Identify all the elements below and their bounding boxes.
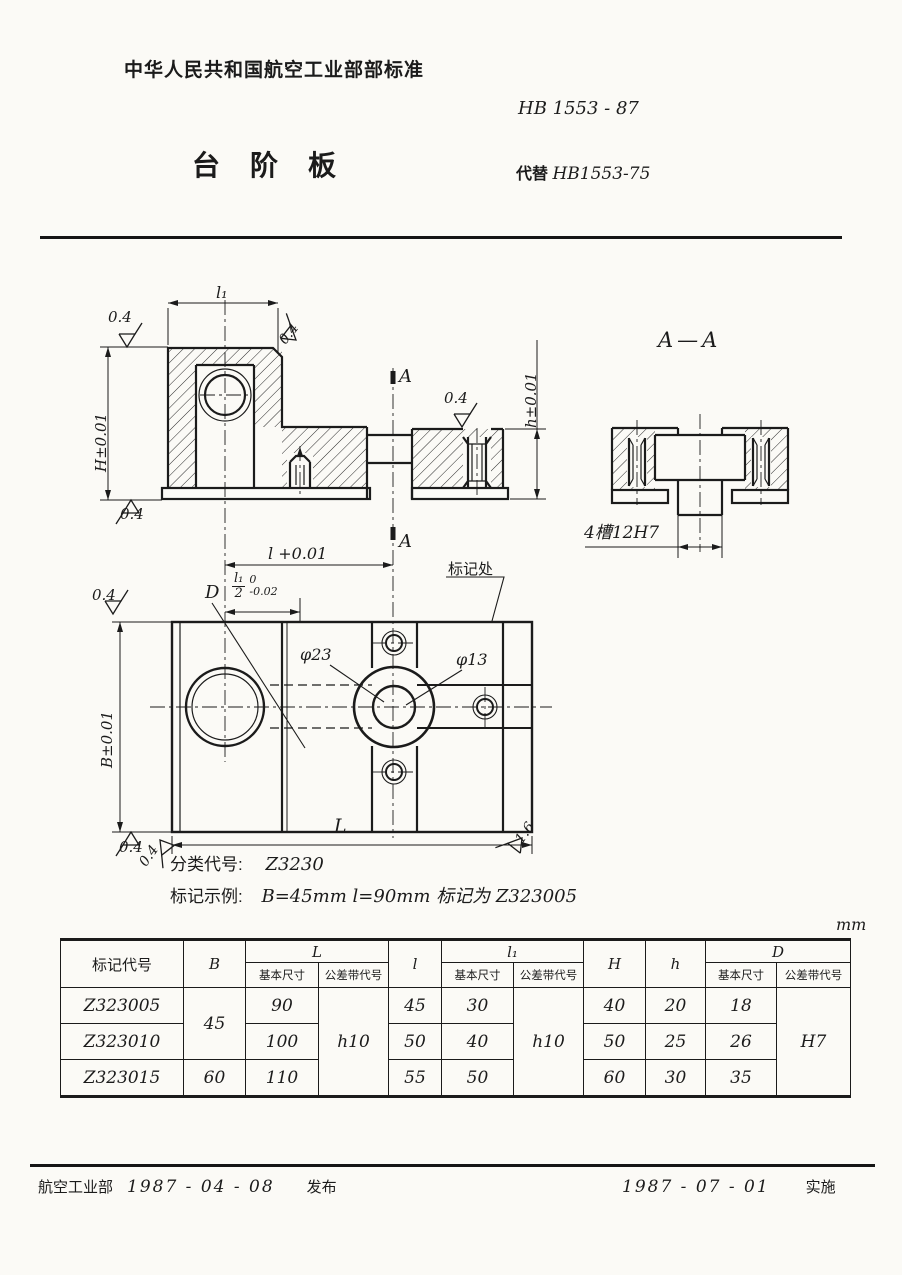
finish-label-04-fv1: 0.4 bbox=[108, 308, 132, 326]
footer-issue: 航空工业部 1987 - 04 - 08 发布 bbox=[38, 1176, 337, 1197]
cell-L-basic: 100 bbox=[245, 1023, 319, 1060]
subheader-L-basic: 基本尺寸 bbox=[245, 962, 319, 988]
section-letter-bottom: A bbox=[399, 531, 412, 552]
example-line: 标记示例: B=45mm l=90mm 标记为 Z323005 bbox=[170, 882, 577, 908]
classification-label: 分类代号: bbox=[170, 855, 243, 874]
slot-note: 4槽12H7 bbox=[584, 523, 660, 543]
cell-L-basic: 90 bbox=[245, 987, 319, 1024]
col-header-L: L bbox=[245, 939, 389, 963]
dimension-arrows bbox=[105, 300, 722, 848]
replaces-label: 代替 bbox=[516, 166, 549, 183]
classification-value: Z3230 bbox=[265, 854, 324, 875]
cell-l: 50 bbox=[388, 1023, 442, 1060]
standard-number: HB 1553 - 87 bbox=[518, 98, 639, 119]
cell-l: 45 bbox=[388, 987, 442, 1024]
cell-l1-tol: h10 bbox=[513, 987, 584, 1097]
cell-D-tol: H7 bbox=[776, 987, 851, 1097]
dim-label-L: L bbox=[334, 815, 347, 837]
cell-L-tol: h10 bbox=[318, 987, 389, 1097]
dim-label-l1-half: l₁ 2 0 -0.02 bbox=[232, 572, 278, 600]
col-header-B: B bbox=[183, 939, 246, 988]
standard-org-name: 中华人民共和国航空工业部部标准 bbox=[124, 60, 425, 81]
footer-issue-date: 1987 - 04 - 08 bbox=[127, 1177, 275, 1197]
hole-label-phi13: φ13 bbox=[456, 650, 488, 669]
marking-place-label: 标记处 bbox=[448, 561, 494, 578]
cell-code: Z323015 bbox=[60, 1059, 184, 1097]
front-view bbox=[160, 346, 510, 501]
col-header-h: h bbox=[645, 939, 706, 988]
cell-B: 45 bbox=[183, 987, 246, 1060]
l1-half-numerator: l₁ bbox=[232, 571, 246, 587]
footer-issuer: 航空工业部 bbox=[38, 1179, 114, 1196]
cell-H: 60 bbox=[583, 1059, 646, 1097]
l1-half-denominator: 2 bbox=[234, 585, 243, 601]
cell-h: 30 bbox=[645, 1059, 706, 1097]
finish-label-04-fv4: 0.4 bbox=[120, 505, 144, 523]
finish-label-04-pv2: 0.4 bbox=[119, 838, 143, 856]
table-row: Z323005 45 90 h10 45 30 h10 40 20 18 H7 bbox=[60, 987, 851, 1097]
cell-code: Z323005 bbox=[60, 987, 184, 1024]
l1-half-tol-upper: 0 bbox=[249, 573, 257, 587]
footer-issue-word: 发布 bbox=[306, 1179, 337, 1196]
cell-D-basic: 18 bbox=[705, 987, 777, 1024]
cell-h: 20 bbox=[645, 987, 706, 1024]
classification-line: 分类代号: Z3230 bbox=[170, 850, 324, 875]
subheader-D-basic: 基本尺寸 bbox=[705, 962, 777, 988]
replaces-number: HB1553-75 bbox=[552, 164, 651, 184]
section-view-a-a bbox=[610, 426, 790, 517]
subheader-L-tol: 公差带代号 bbox=[318, 962, 389, 988]
cell-D-basic: 26 bbox=[705, 1023, 777, 1060]
footer-implement: 1987 - 07 - 01 实施 bbox=[622, 1176, 836, 1197]
example-label: 标记示例: bbox=[170, 887, 243, 906]
col-header-D: D bbox=[705, 939, 851, 963]
cell-code: Z323010 bbox=[60, 1023, 184, 1060]
footer-impl-word: 实施 bbox=[805, 1179, 836, 1196]
section-letter-top: A bbox=[399, 366, 412, 387]
dimension-table: 标记代号 B L l l₁ H h D 基本尺寸 公差带代号 基本尺寸 公差带代… bbox=[60, 938, 851, 1098]
finish-label-04-fv3: 0.4 bbox=[444, 389, 468, 407]
section-view-title: A—A bbox=[658, 328, 722, 352]
dim-label-H: H±0.01 bbox=[92, 412, 110, 472]
header-divider bbox=[40, 236, 842, 239]
dim-label-h: h±0.01 bbox=[522, 372, 540, 428]
cell-H: 50 bbox=[583, 1023, 646, 1060]
plan-view bbox=[170, 576, 534, 834]
finish-label-04-pv1: 0.4 bbox=[92, 586, 116, 604]
unit-label: mm bbox=[836, 915, 867, 934]
footer-impl-date: 1987 - 07 - 01 bbox=[622, 1177, 770, 1197]
table-row: Z323010 100 50 40 50 25 26 bbox=[60, 1023, 851, 1060]
col-header-l1: l₁ bbox=[441, 939, 584, 963]
axis-lines bbox=[150, 300, 762, 838]
col-header-l: l bbox=[388, 939, 442, 988]
hole-label-phi23: φ23 bbox=[300, 645, 332, 664]
page-title: 台阶板 bbox=[192, 150, 367, 181]
example-text: B=45mm l=90mm 标记为 Z323005 bbox=[261, 886, 578, 907]
table-row: Z323015 60 110 55 50 60 30 35 bbox=[60, 1059, 851, 1097]
cell-l1-basic: 40 bbox=[441, 1023, 514, 1060]
cell-B: 60 bbox=[183, 1059, 246, 1097]
cell-l1-basic: 50 bbox=[441, 1059, 514, 1097]
col-header-code: 标记代号 bbox=[60, 939, 184, 988]
dim-label-l: l +0.01 bbox=[268, 544, 328, 563]
subheader-D-tol: 公差带代号 bbox=[776, 962, 851, 988]
subheader-l1-basic: 基本尺寸 bbox=[441, 962, 514, 988]
dim-label-B: B±0.01 bbox=[98, 711, 116, 768]
l1-half-tol-lower: -0.02 bbox=[249, 585, 278, 599]
col-header-H: H bbox=[583, 939, 646, 988]
cell-L-basic: 110 bbox=[245, 1059, 319, 1097]
footer-divider bbox=[30, 1164, 875, 1167]
cell-D-basic: 35 bbox=[705, 1059, 777, 1097]
cell-l1-basic: 30 bbox=[441, 987, 514, 1024]
cell-H: 40 bbox=[583, 987, 646, 1024]
dim-label-D: D bbox=[205, 582, 220, 603]
dim-label-l1: l₁ bbox=[216, 283, 228, 302]
cell-l: 55 bbox=[388, 1059, 442, 1097]
replaces-note: 代替 HB1553-75 bbox=[516, 160, 650, 184]
cell-h: 25 bbox=[645, 1023, 706, 1060]
subheader-l1-tol: 公差带代号 bbox=[513, 962, 584, 988]
